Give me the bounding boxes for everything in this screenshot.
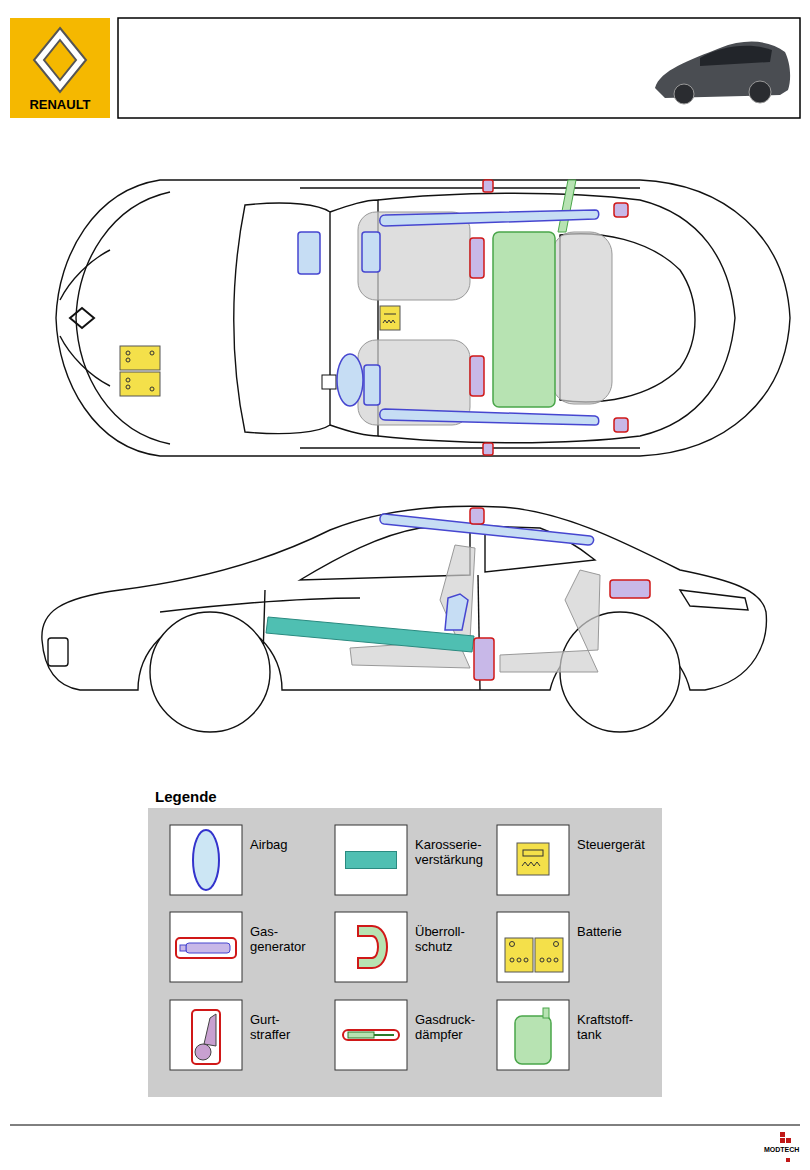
legend-text: Überroll- schutz xyxy=(415,925,481,955)
legend-swatch xyxy=(345,851,397,869)
brand-name: RENAULT xyxy=(10,98,110,113)
legend-text: Gurt- straffer xyxy=(250,1013,316,1043)
body-reinforcement-side xyxy=(266,617,474,652)
legend-text: Karosserie- verstärkung xyxy=(415,838,481,868)
fuel-tank-symbol xyxy=(515,1008,551,1064)
seats xyxy=(358,212,612,425)
gas-generators-side xyxy=(470,508,650,680)
airbag-symbol xyxy=(193,830,219,890)
gas-generators-top xyxy=(470,180,628,455)
rollover-symbol xyxy=(358,926,387,968)
footer-rule xyxy=(10,1125,800,1126)
battery-top xyxy=(120,346,160,396)
legend-text: Gasdruck- dämpfer xyxy=(415,1013,481,1043)
airbags-side xyxy=(380,514,594,630)
legend-panel xyxy=(148,808,662,1097)
legend-cells xyxy=(170,825,569,1070)
footer-logo-text: MODTECH xyxy=(764,1146,808,1154)
legend-text: Gas- generator xyxy=(250,925,316,955)
steering-column xyxy=(322,375,336,389)
car-photo xyxy=(655,42,790,104)
car-side-view xyxy=(42,506,767,732)
battery-symbol xyxy=(505,938,563,972)
logo-background xyxy=(10,18,110,118)
legend-text: Kraftstoff- tank xyxy=(577,1013,643,1043)
badge xyxy=(70,308,94,328)
legend-heading: Legende xyxy=(155,788,275,805)
control-unit-symbol xyxy=(517,843,549,875)
gas-damper-symbol xyxy=(343,1030,399,1040)
control-unit-top xyxy=(380,306,400,330)
belt-tensioner-symbol xyxy=(192,1010,220,1064)
legend-text: Steuergerät xyxy=(577,838,643,853)
renault-diamond xyxy=(34,28,86,92)
legend-text: Batterie xyxy=(577,925,643,940)
legend-text: Airbag xyxy=(250,838,316,853)
header-frame xyxy=(118,18,800,118)
gas-generator-symbol xyxy=(176,938,236,958)
car-top-view xyxy=(56,180,790,456)
airbags-top xyxy=(298,210,599,425)
